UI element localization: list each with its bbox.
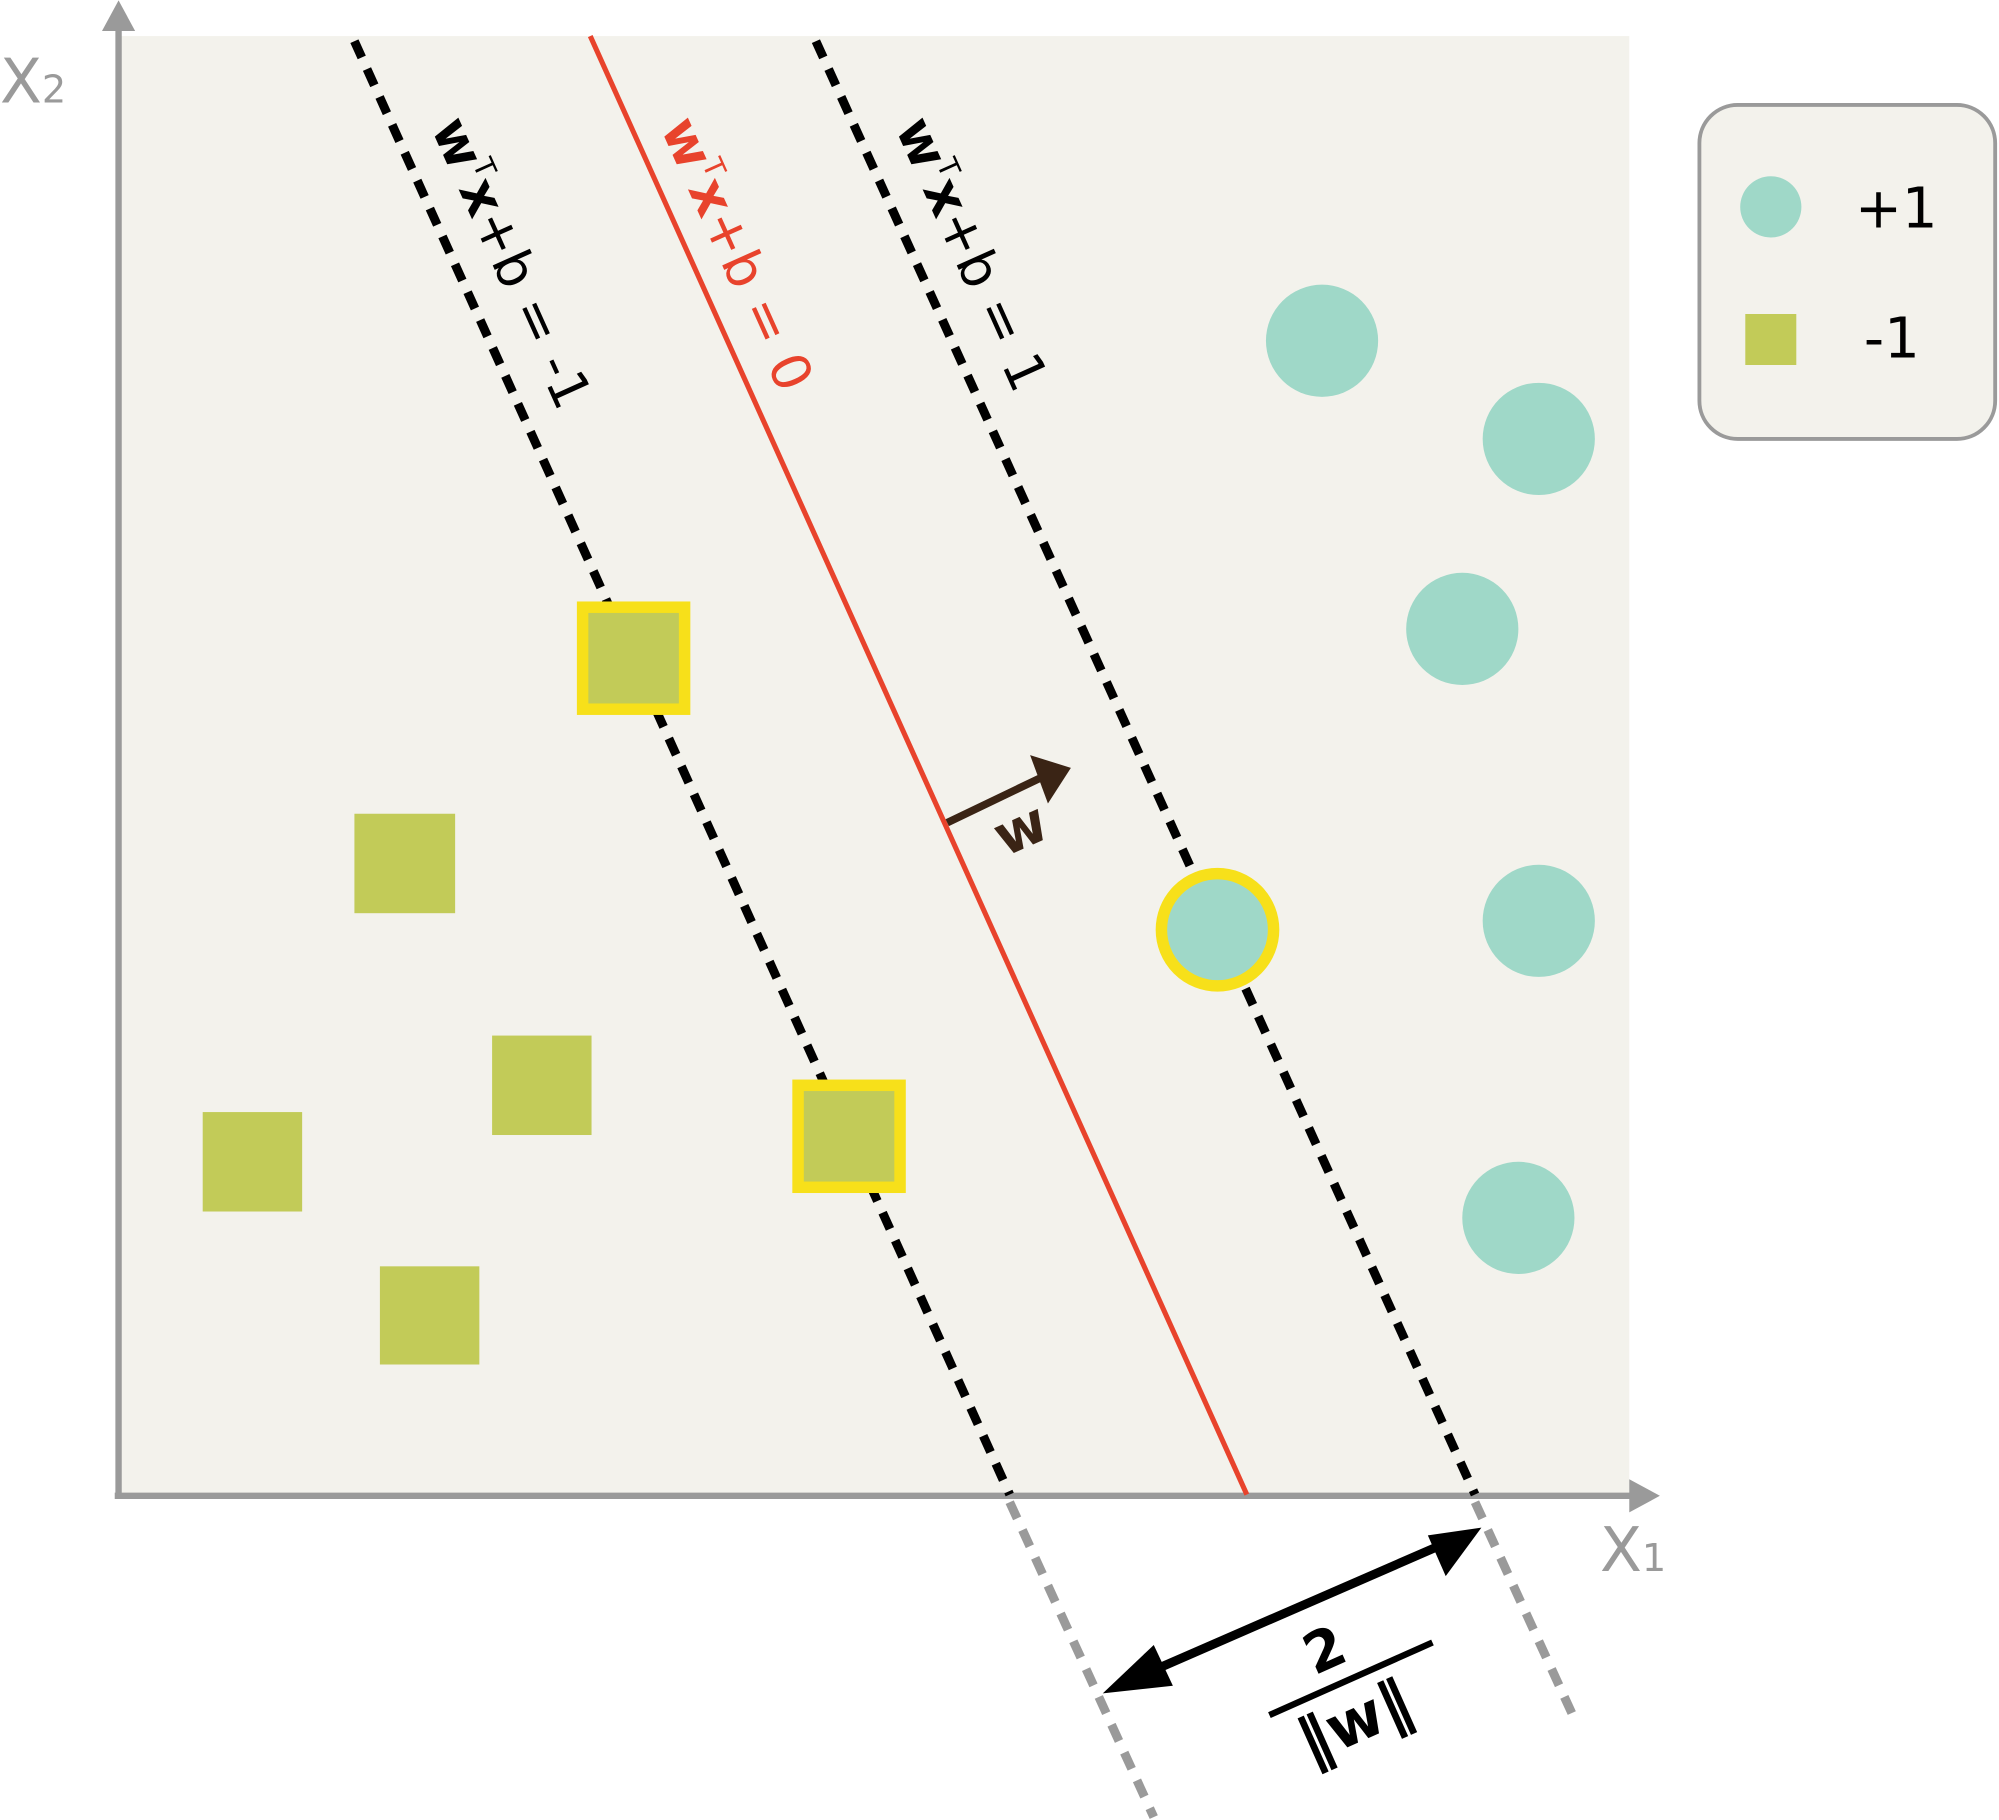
- negative-point: [492, 1035, 592, 1136]
- negative-point: [354, 813, 456, 914]
- margin-extension-left: [1005, 1500, 1158, 1819]
- legend-label-negative: -1: [1864, 306, 1920, 371]
- positive-point: [1482, 382, 1595, 496]
- svg-text:2: 2: [1294, 1613, 1356, 1688]
- y-axis-arrow-icon: [101, 0, 136, 31]
- normal-vector-arrow: [945, 755, 1071, 827]
- plot-area: [121, 36, 1630, 1495]
- negative-support-vector: [792, 1079, 906, 1194]
- x-axis-label: X1: [1600, 1515, 1666, 1586]
- decision-boundary-line: [587, 35, 1250, 1496]
- negative-support-vector: [576, 601, 691, 715]
- margin-extension-right: [1470, 1500, 1579, 1721]
- margin-width-arrow: [1102, 1527, 1482, 1694]
- svg-text:‖w‖: ‖w‖: [1287, 1665, 1423, 1778]
- negative-point: [379, 1266, 480, 1365]
- positive-support-vector: [1155, 867, 1280, 992]
- legend-circle-icon: [1740, 176, 1802, 238]
- negative-point: [202, 1112, 303, 1212]
- positive-point: [1265, 284, 1379, 397]
- legend: +1 -1: [1697, 103, 1998, 441]
- legend-label-positive: +1: [1855, 176, 1938, 241]
- x-axis: [114, 1479, 1660, 1513]
- positive-points: [1155, 284, 1595, 1274]
- arrowhead-icon: [1030, 755, 1071, 804]
- positive-point: [1406, 572, 1519, 685]
- negative-margin-line: [350, 39, 1014, 1497]
- y-axis: [101, 0, 136, 1499]
- positive-point: [1462, 1161, 1575, 1274]
- positive-point: [1482, 864, 1595, 977]
- legend-square-icon: [1745, 313, 1797, 365]
- positive-margin-line: [811, 39, 1480, 1497]
- arrowhead-right-icon: [1427, 1527, 1482, 1577]
- y-axis-label: X2: [0, 46, 66, 117]
- x-axis-arrow-icon: [1629, 1479, 1660, 1513]
- arrowhead-left-icon: [1102, 1644, 1173, 1694]
- margin-width-label: 2 ‖w‖: [1268, 1613, 1434, 1778]
- negative-points: [202, 601, 906, 1365]
